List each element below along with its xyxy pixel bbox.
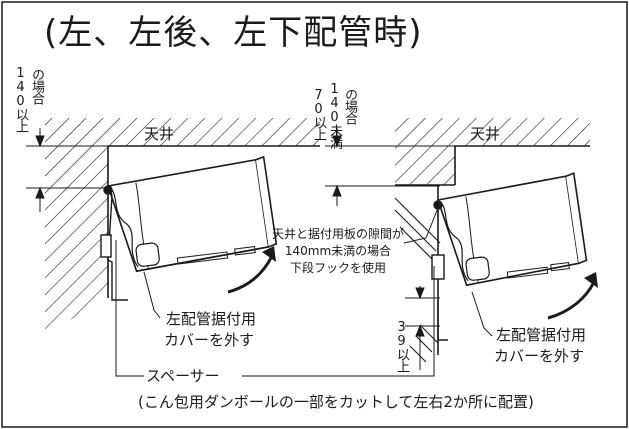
left-clearance-label: 140以上 — [13, 66, 28, 132]
left-unit — [106, 155, 278, 273]
right-rotate-arrowhead — [584, 272, 598, 288]
spacer-note: (こん包用ダンボールの一部をカットして左右2か所に配置) — [138, 393, 534, 411]
spacer-label: スペーサー — [146, 367, 220, 385]
left-cover-leader — [143, 271, 161, 319]
left-cover-line1: 左配管据付用 — [166, 310, 257, 328]
right-clearance-note: の場合 — [342, 88, 357, 124]
left-rotate-arrowhead — [262, 246, 276, 262]
right-clearance-max: 140未満 — [327, 82, 342, 148]
left-clearance-note: の場合 — [29, 68, 44, 104]
hook-note-line3: 下段フックを使用 — [289, 261, 386, 275]
left-clearance-dimension — [26, 128, 108, 212]
left-mounting-plate — [100, 185, 128, 301]
right-unit — [436, 172, 588, 287]
right-cover-line1: 左配管据付用 — [496, 326, 587, 344]
right-rotate-arrow — [547, 281, 596, 320]
left-rotate-arrow — [227, 255, 274, 294]
right-hook-note: 天井と据付用板の隙間が 140mm未満の場合 下段フックを使用 — [268, 226, 408, 277]
hook-note-line1: 天井と据付用板の隙間が — [271, 227, 404, 241]
diagram-title: (左、左後、左下配管時) — [44, 13, 423, 53]
left-cover-line2: カバーを外す — [164, 331, 255, 349]
right-bottom-gap-label: 39以上 — [394, 320, 409, 372]
right-mounting-plate — [431, 200, 448, 341]
right-hook-leader — [403, 207, 439, 244]
right-cover-leader — [471, 291, 493, 337]
spacer-leaders — [115, 240, 435, 377]
hook-note-line2: 140mm未満の場合 — [284, 244, 392, 258]
left-ceiling-label: 天井 — [144, 125, 175, 143]
right-ceiling-label: 天井 — [470, 125, 501, 143]
right-cover-line2: カバーを外す — [494, 347, 585, 365]
right-bottom-gap-dimension — [405, 286, 440, 370]
right-clearance-dimension — [325, 128, 455, 206]
right-clearance-min: 70以上 — [311, 88, 326, 140]
